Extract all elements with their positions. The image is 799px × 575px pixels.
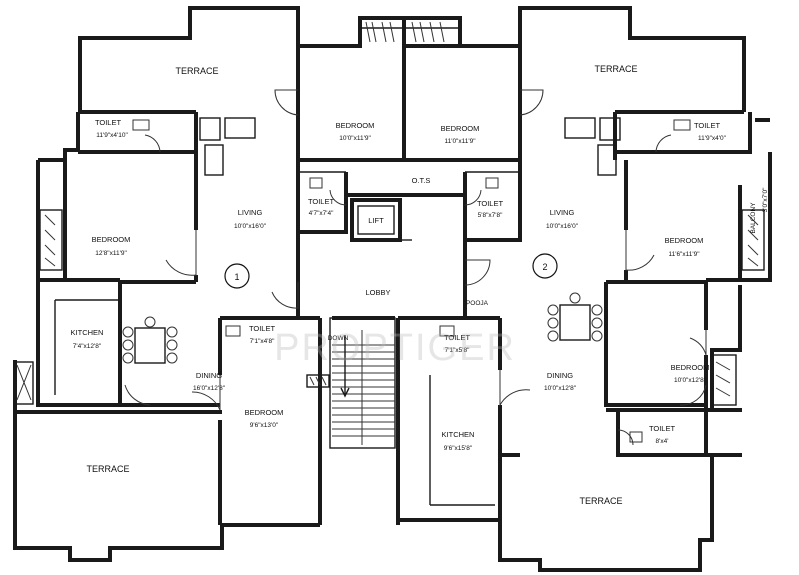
- bedroom-left-size: 12'8"x11'9": [95, 250, 127, 257]
- dining-left-name: DINING: [196, 371, 222, 380]
- window-right-bedroom: [741, 209, 765, 271]
- flat-1-marker: [224, 263, 250, 289]
- bedroom-center-left-size: 10'0"x11'9": [339, 135, 371, 142]
- watermark: PROPTIGER: [274, 327, 516, 369]
- terrace-bottom-left-label: TERRACE: [86, 464, 129, 474]
- bedroom-lower-right-name: BEDROOM: [671, 363, 710, 372]
- toilet-bottom-right-size: 8'x4': [656, 438, 669, 445]
- walls: [13, 6, 772, 572]
- bedroom-left-name: BEDROOM: [92, 235, 131, 244]
- balcony-right-name: BALCONY: [750, 202, 757, 234]
- balcony-right-size: 3'0"x7'0": [762, 187, 769, 212]
- living-left-size: 10'0"x16'0": [234, 223, 267, 230]
- living-right-size: 10'0"x16'0": [546, 223, 579, 230]
- room-labels: TERRACE TERRACE TERRACE TERRACE BEDROOM …: [71, 64, 769, 506]
- toilet-lower-left-size: 7'1"x4'8": [250, 338, 275, 345]
- toilet-center-right-name: TOILET: [477, 199, 504, 208]
- toilet-top-left-size: 11'9"x4'10": [96, 132, 128, 139]
- flat-2-marker: [532, 253, 558, 279]
- bedroom-right-name: BEDROOM: [665, 236, 704, 245]
- dining-left-size: 16'0"x12'8": [193, 385, 226, 392]
- pooja-label: POOJA: [466, 300, 489, 307]
- living-left-name: LIVING: [238, 208, 263, 217]
- bedroom-lower-right-size: 10'0"x12'8": [674, 377, 707, 384]
- window-left-lower: [14, 361, 34, 405]
- bedroom-lower-left-name: BEDROOM: [245, 408, 284, 417]
- toilet-center-left-name: TOILET: [308, 197, 335, 206]
- bedroom-center-right-name: BEDROOM: [441, 124, 480, 133]
- bedroom-center-right-size: 11'0"x11'9": [444, 138, 476, 145]
- toilet-center-left-size: 4'7"x7'4": [309, 210, 334, 217]
- kitchen-left-name: KITCHEN: [71, 328, 104, 337]
- window-right-lower: [711, 354, 737, 406]
- toilet-top-right-size: 11'9"x4'0": [698, 135, 727, 142]
- bedroom-lower-left-size: 9'6"x13'0": [250, 422, 279, 429]
- window-toilet-lower-left: [306, 374, 330, 388]
- toilet-lower-right-size: 7'1"x5'8": [445, 347, 470, 354]
- kitchen-right-name: KITCHEN: [442, 430, 475, 439]
- bedroom-center-left-name: BEDROOM: [336, 121, 375, 130]
- flat-markers: 1 2: [224, 253, 558, 289]
- stair-treads: [332, 330, 395, 445]
- terrace-top-left-label: TERRACE: [175, 66, 218, 76]
- toilet-lower-right-name: TOILET: [444, 333, 471, 342]
- lift-label: LIFT: [368, 216, 384, 225]
- bedroom-right-size: 11'6"x11'9": [668, 251, 700, 258]
- toilet-top-right-name: TOILET: [694, 121, 721, 130]
- doors: [124, 89, 707, 446]
- kitchen-right-size: 9'6"x15'8": [444, 445, 473, 452]
- dining-right-name: DINING: [547, 371, 573, 380]
- dining-right-size: 10'0"x12'8": [544, 385, 577, 392]
- stair-down-label: DOWN: [328, 335, 349, 342]
- flat-1-number: 1: [234, 272, 239, 282]
- flat-2-number: 2: [542, 262, 547, 272]
- toilet-center-right-size: 5'8"x7'8": [478, 212, 503, 219]
- ots-label: O.T.S: [412, 176, 431, 185]
- toilet-top-left-name: TOILET: [95, 118, 122, 127]
- terrace-bottom-right-label: TERRACE: [579, 496, 622, 506]
- kitchen-left-size: 7'4"x12'8": [73, 343, 102, 350]
- window-left-bedroom: [39, 209, 63, 271]
- terrace-top-right-label: TERRACE: [594, 64, 637, 74]
- fixtures: [14, 21, 765, 443]
- toilet-lower-left-name: TOILET: [249, 324, 276, 333]
- toilet-bottom-right-name: TOILET: [649, 424, 676, 433]
- window-top-left: [365, 21, 445, 43]
- lobby-label: LOBBY: [365, 288, 390, 297]
- living-right-name: LIVING: [550, 208, 575, 217]
